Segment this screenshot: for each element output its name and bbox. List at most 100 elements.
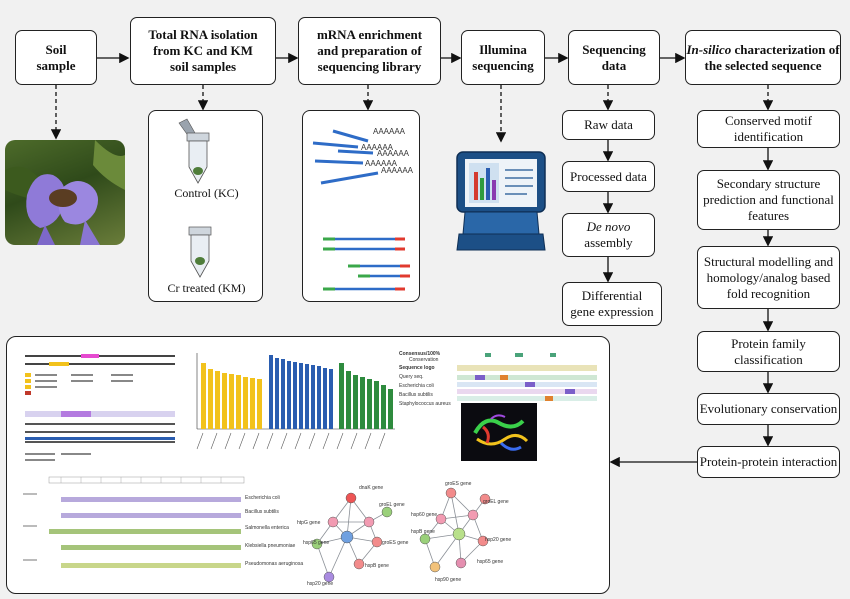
evolution-label: Evolutionary conservation — [699, 401, 838, 416]
control-label: Control (KC) — [174, 186, 239, 200]
net1-node-4: groES gene — [382, 540, 409, 546]
diff-line-1: Differential — [581, 288, 643, 303]
mrna-line-3: sequencing library — [317, 59, 422, 74]
soil-photo — [5, 140, 125, 245]
align-label-consensus: Consensus/100% — [399, 351, 441, 357]
tube-drawings — [178, 118, 212, 278]
net1-node-6: hsp20 gene — [307, 581, 334, 587]
raw-data-box: Raw data — [562, 110, 655, 140]
tubes-panel: Control (KC) Cr treated (KM) — [148, 110, 263, 302]
polya-tail-1: AAAAAA — [373, 127, 406, 136]
yellow-bars — [201, 363, 262, 429]
illumina-line-1: Illumina — [479, 41, 527, 57]
structural-line-2: homology/analog based — [706, 269, 831, 285]
net2-node-5: hsp65 gene — [477, 559, 504, 565]
diff-line-2: gene expression — [570, 304, 654, 319]
soil-line-1: Soil — [45, 41, 67, 57]
net1-node-3: hsp65 gene — [303, 540, 330, 546]
net2-node-6: hsp90 gene — [435, 577, 462, 583]
insilico-italic: In-silico — [686, 41, 732, 57]
secondary-line-3: features — [747, 208, 790, 223]
green-bars — [339, 363, 393, 429]
mrna-line-2: and preparation of — [317, 43, 422, 58]
functional-features-bar-chart — [196, 353, 395, 450]
ppi-label: Protein-protein interaction — [699, 454, 838, 469]
rna-line-1: Total RNA isolation — [148, 27, 258, 42]
polya-tail-5: AAAAAA — [381, 166, 414, 175]
polya-tail-3: AAAAAA — [377, 149, 410, 158]
net1-node-1: groEL gene — [379, 502, 405, 508]
family-line-1: Protein family — [731, 335, 806, 351]
species-kpneu: Klebsiella pneumoniae — [245, 543, 296, 549]
net2-node-1: groEL gene — [483, 499, 509, 505]
secondary-line-2: prediction and functional — [703, 192, 834, 207]
net2-node-2: hsp60 gene — [411, 512, 438, 518]
ppi-box: Protein-protein interaction — [697, 446, 840, 478]
processed-data-box: Processed data — [562, 161, 655, 192]
control-tube-icon — [178, 118, 210, 184]
blue-bars — [269, 355, 333, 429]
rna-line-3: soil samples — [169, 59, 237, 74]
insilico-line-2: the selected sequence — [704, 57, 822, 73]
net1-node-0: dnaK gene — [359, 485, 384, 491]
denovo-rest: assembly — [584, 235, 633, 250]
align-label-bsub: Bacillus subtilis — [399, 392, 433, 398]
treated-label: Cr treated (KM) — [167, 281, 246, 295]
ppi-network-1 — [311, 492, 393, 583]
gloved-hands-image — [5, 140, 125, 245]
library-panel: AAAAAA AAAAAA AAAAAA AAAAAA AAAAAA — [302, 110, 420, 302]
rna-line-2: from KC and KM — [153, 43, 253, 58]
polya-tail-4: AAAAAA — [365, 159, 398, 168]
denovo-italic: De novo — [586, 219, 631, 234]
insilico-rest: characterization of — [731, 41, 840, 57]
processed-data-label: Processed data — [570, 168, 647, 184]
motif-thumbnail — [21, 349, 181, 469]
net1-node-2: htpG gene — [297, 520, 321, 526]
protein-structure-image — [461, 403, 537, 461]
library-drawing — [312, 129, 410, 291]
net2-node-0: groES gene — [445, 481, 472, 487]
species-ecoli: Escherichia coli — [245, 495, 280, 501]
results-panel: Consensus/100% Conservation Sequence log… — [6, 336, 610, 594]
motif-line-1: Conserved motif — [724, 113, 812, 128]
domain-architecture — [23, 476, 245, 568]
mrna-reads — [312, 129, 379, 185]
ppi-network-2 — [419, 487, 491, 573]
motif-line-2: identification — [733, 129, 804, 144]
treated-tube-icon — [188, 226, 212, 278]
sequence-alignment — [457, 353, 597, 401]
species-senterica: Salmonella enterica — [245, 525, 289, 531]
polya-tail-2: AAAAAA — [361, 143, 394, 152]
structural-line-1: Structural modelling and — [703, 253, 834, 269]
raw-data-label: Raw data — [584, 117, 633, 132]
species-bsub: Bacillus subtilis — [245, 509, 279, 515]
alignment-labels: Consensus/100% Conservation Sequence log… — [399, 351, 459, 407]
secondary-line-1: Secondary structure — [716, 176, 821, 191]
structural-line-3: fold recognition — [726, 285, 811, 301]
align-label-query: Query seq. — [399, 374, 424, 380]
soil-line-2: sample — [36, 57, 76, 73]
net2-node-4: hsp20 gene — [485, 537, 512, 543]
net2-node-3: hspB gene — [411, 529, 435, 535]
evolutionary-conservation-box: Evolutionary conservation — [697, 393, 840, 425]
sequencer-icon — [456, 151, 546, 251]
align-label-logo: Sequence logo — [399, 365, 435, 371]
net1-node-5: hspB gene — [365, 563, 389, 569]
align-label-ecoli: Escherichia coli — [399, 383, 434, 389]
seqdata-line-2: data — [601, 57, 627, 73]
illumina-line-2: sequencing — [472, 57, 534, 73]
library-fragments — [323, 237, 408, 291]
species-paer: Pseudomonas aeruginosa — [245, 561, 304, 567]
mrna-line-1: mRNA enrichment — [316, 27, 423, 42]
